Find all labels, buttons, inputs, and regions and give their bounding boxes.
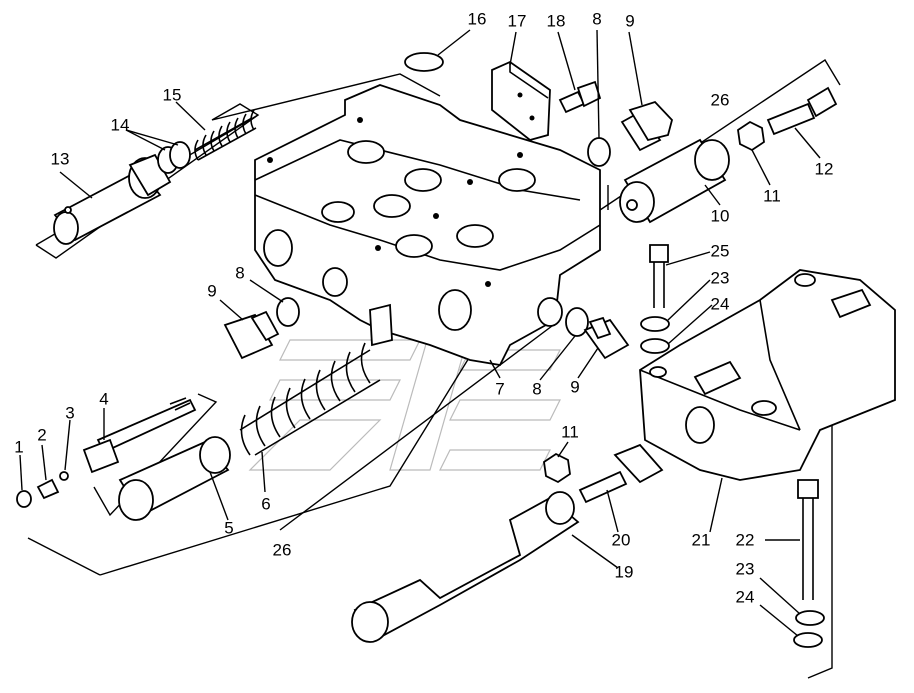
part-10-cylinder — [619, 138, 730, 224]
label-4: 4 — [99, 389, 108, 408]
label-26-top: 26 — [711, 90, 730, 109]
part-11-nut-top — [737, 120, 765, 152]
part-9-plug-top — [620, 100, 673, 152]
label-24-top: 24 — [711, 294, 730, 313]
label-10: 10 — [711, 206, 730, 225]
label-11-top: 11 — [763, 186, 781, 205]
part-15-spring — [194, 109, 257, 161]
part-11-nut-bottom — [543, 452, 571, 484]
part-5-sleeve — [118, 436, 231, 521]
leader-lines — [19, 29, 821, 637]
label-13: 13 — [51, 149, 70, 168]
label-8-top: 8 — [592, 9, 601, 28]
part-6-spring — [239, 342, 381, 456]
part-3-ball — [59, 471, 69, 481]
label-3: 3 — [65, 403, 74, 422]
part-24-washer-top — [640, 338, 670, 354]
part-20-screw — [578, 443, 664, 504]
label-2: 2 — [37, 425, 46, 444]
part-9-plug-right — [583, 316, 630, 360]
part-8-o-ring-right — [565, 307, 589, 337]
part-16-o-ring — [404, 52, 444, 72]
background-watermark — [248, 329, 561, 471]
label-26-bottom: 26 — [273, 540, 292, 559]
label-24-bottom: 24 — [736, 587, 755, 606]
part-23-washer-bottom — [795, 610, 825, 626]
label-5: 5 — [224, 518, 233, 537]
part-24-washer-bottom — [793, 632, 823, 648]
label-19: 19 — [615, 562, 634, 581]
label-14: 14 — [111, 115, 130, 134]
part-22-bolt — [797, 479, 819, 600]
label-23-bottom: 23 — [736, 559, 755, 578]
label-9-top: 9 — [625, 11, 634, 30]
label-22: 22 — [736, 530, 755, 549]
part-8-o-ring-left — [276, 297, 300, 327]
label-7: 7 — [495, 379, 504, 398]
label-9-right: 9 — [570, 377, 579, 396]
label-15: 15 — [163, 85, 182, 104]
label-20: 20 — [612, 530, 631, 549]
part-1-cap — [16, 490, 32, 508]
label-18: 18 — [547, 11, 566, 30]
label-6: 6 — [261, 494, 270, 513]
valve-body — [254, 84, 601, 366]
label-11-bottom: 11 — [561, 422, 579, 441]
label-9-left: 9 — [207, 281, 216, 300]
part-12-eye-bolt — [766, 86, 838, 136]
label-23-top: 23 — [711, 268, 730, 287]
part-13-sleeve — [53, 153, 172, 245]
part-21-bracket — [639, 269, 896, 481]
part-8-o-ring-top — [587, 137, 611, 167]
label-16: 16 — [468, 9, 487, 28]
callout-labels: 16 17 18 8 9 26 10 11 12 13 14 15 8 9 7 … — [14, 9, 833, 606]
part-2-spring — [36, 478, 60, 500]
label-8-right: 8 — [532, 379, 541, 398]
label-17: 17 — [508, 11, 527, 30]
part-25-bolt — [649, 244, 669, 308]
part-23-washer-top — [640, 316, 670, 332]
label-12: 12 — [815, 159, 834, 178]
part-19-spool — [351, 491, 580, 643]
part-18-screw — [558, 80, 602, 114]
part-17-plate — [491, 60, 551, 141]
label-25: 25 — [711, 241, 730, 260]
part-9-plug-left — [223, 310, 280, 360]
part-14-rings — [157, 141, 191, 174]
label-1: 1 — [14, 437, 23, 456]
label-21: 21 — [692, 530, 711, 549]
label-8-left: 8 — [235, 263, 244, 282]
part-4-valve — [82, 397, 197, 474]
